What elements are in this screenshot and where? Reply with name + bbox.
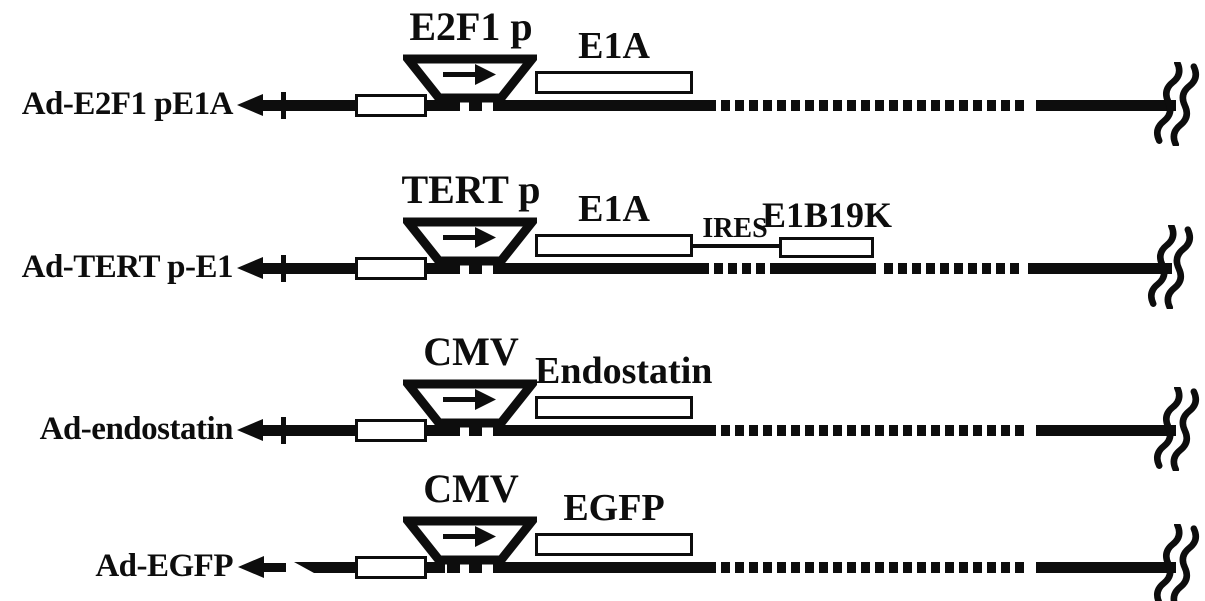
solid-genome-segment (1036, 425, 1176, 436)
promoter-trapezoid (403, 379, 537, 429)
gene-label: Endostatin (535, 350, 713, 392)
genome-break-icon (1152, 524, 1204, 601)
promoter-trapezoid (403, 54, 537, 104)
solid-genome-segment (255, 425, 447, 436)
construct-label: Ad-EGFP (95, 548, 233, 584)
solid-genome-segment (779, 263, 876, 274)
dashed-genome-segment (707, 425, 1024, 436)
small-white-box (355, 556, 427, 579)
dashed-genome-segment (884, 263, 1019, 274)
promoter-label: CMV (423, 466, 519, 511)
solid-genome-segment (493, 425, 707, 436)
promoter-label: CMV (423, 329, 519, 374)
dashed-genome-segment (707, 562, 1024, 573)
genome-break-icon (1146, 225, 1198, 309)
construct-label: Ad-E2F1 pE1A (21, 86, 234, 122)
genome-dot (469, 263, 482, 274)
gene-box-egfp (535, 533, 693, 556)
solid-genome-segment (493, 263, 700, 274)
genome-dot (447, 263, 460, 274)
gene-box-e1a (535, 234, 693, 257)
construct-row-ad-endostatin: Ad-endostatin CMV Endostatin (0, 325, 1205, 475)
gene-label: E1A (578, 188, 650, 230)
genome-dot (469, 562, 482, 573)
gene-box-endostatin (535, 396, 693, 419)
construct-label: Ad-TERT p-E1 (21, 249, 234, 285)
ires-label: IRES (702, 213, 768, 244)
promoter-trapezoid (403, 516, 537, 566)
gene-box-e1a (535, 71, 693, 94)
construct-label: Ad-endostatin (39, 411, 234, 447)
small-white-box (355, 257, 427, 280)
gene-label: E1B19K (761, 195, 893, 235)
construct-row-ad-egfp: Ad-EGFP CMV EGFP (0, 462, 1205, 601)
arrow-tail (264, 563, 286, 572)
solid-genome-segment (255, 100, 447, 111)
left-arrowhead-icon (238, 556, 264, 578)
promoter-label: TERT p (401, 167, 541, 212)
solid-genome-segment (493, 562, 707, 573)
genome-break-icon (1152, 387, 1204, 471)
gene-box-e1b19k (779, 237, 874, 258)
small-white-box (355, 94, 427, 117)
solid-genome-segment (1028, 263, 1172, 274)
solid-genome-segment (255, 263, 447, 274)
dashed-genome-segment (707, 100, 1024, 111)
genome-dot (447, 562, 460, 573)
promoter-trapezoid (403, 217, 537, 267)
construct-row-ad-e2f1-pe1a: Ad-E2F1 pE1A E2F1 p E1A (0, 0, 1205, 150)
small-white-box (355, 419, 427, 442)
genome-break-icon (1152, 62, 1204, 146)
solid-genome-segment (1036, 562, 1176, 573)
construct-row-ad-tert-p-e1: Ad-TERT p-E1 TERT p E1A IRES E1B19K (0, 163, 1205, 313)
genome-dot (447, 425, 460, 436)
gene-label: EGFP (563, 487, 665, 529)
dashed-genome-segment (700, 263, 779, 274)
solid-genome-segment (1036, 100, 1176, 111)
genome-dot (469, 100, 482, 111)
gene-label: E1A (578, 25, 650, 67)
solid-genome-segment (493, 100, 707, 111)
promoter-label: E2F1 p (409, 4, 533, 49)
genome-dot (469, 425, 482, 436)
ires-connector-line (690, 244, 782, 248)
genome-dot (447, 100, 460, 111)
